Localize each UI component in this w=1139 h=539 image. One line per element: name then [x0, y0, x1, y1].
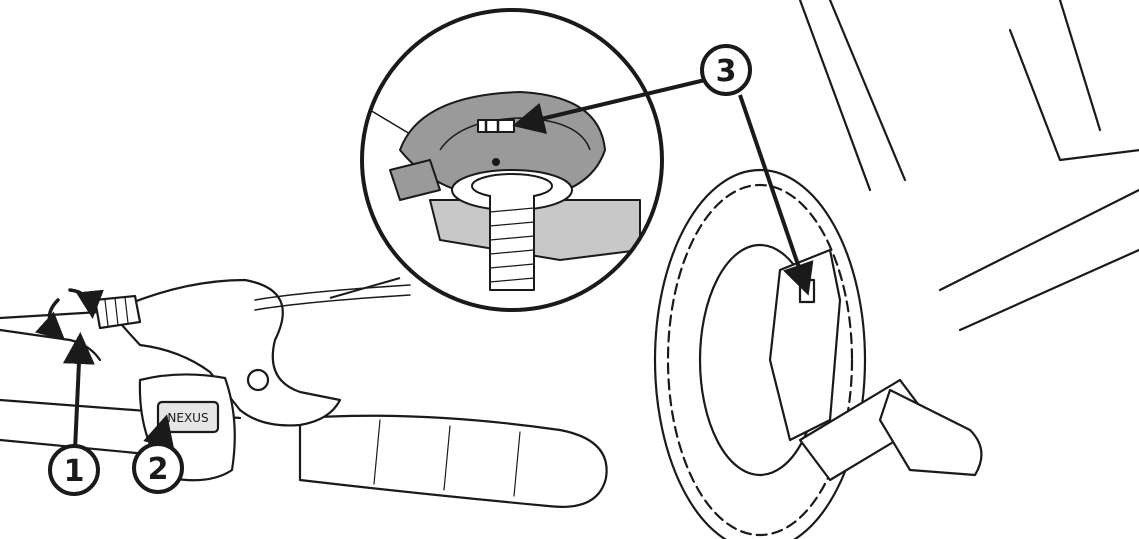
callout-3: 3 [702, 46, 750, 94]
zoom-detail [330, 10, 662, 310]
callout-2: 2 [134, 444, 182, 492]
hub-indicator-marks [800, 280, 814, 302]
pivot-bolt [248, 370, 268, 390]
callout-1: 1 [50, 446, 98, 494]
frame-downtube [940, 190, 1139, 330]
axle-bolt [490, 195, 534, 290]
cap-indicator-marks [478, 120, 514, 132]
frame-seatstay [1010, 0, 1139, 160]
rotate-arrow-icon [49, 300, 60, 336]
shifter-window-text: NEXUS [167, 411, 208, 425]
pedal-spindle [880, 390, 981, 475]
rotate-arrow-icon [70, 290, 92, 312]
callout-3-number: 3 [716, 54, 737, 89]
callout-2-number: 2 [148, 452, 169, 487]
leader-1 [75, 340, 80, 450]
callout-1-number: 1 [64, 454, 85, 489]
handlebar-grip [300, 416, 607, 507]
frame-chainstay [800, 0, 905, 190]
